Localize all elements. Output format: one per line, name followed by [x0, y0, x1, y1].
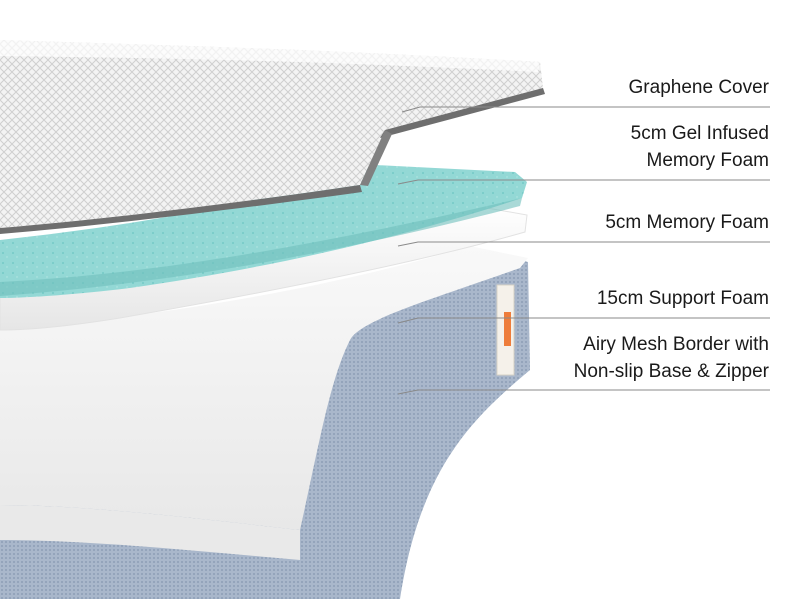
label-support-foam: 15cm Support Foam — [597, 285, 769, 312]
label-line: Non-slip Base & Zipper — [573, 361, 769, 382]
label-mesh-border: Airy Mesh Border with Non-slip Base & Zi… — [574, 331, 769, 385]
label-line: 5cm Gel Infused — [630, 123, 769, 144]
support-foam-block — [0, 246, 530, 599]
leader-line-graphene-cover — [401, 106, 770, 113]
label-graphene-cover: Graphene Cover — [629, 74, 769, 101]
label-gel-memory-foam: 5cm Gel Infused Memory Foam — [631, 120, 769, 174]
leader-line-gel-memory-foam — [397, 179, 770, 185]
zipper-tag — [496, 284, 515, 376]
leader-line-support-foam — [397, 317, 770, 324]
label-line: 15cm Support Foam — [596, 288, 769, 309]
leader-line-memory-foam — [397, 241, 770, 247]
label-line: 5cm Memory Foam — [605, 212, 769, 233]
label-line: Graphene Cover — [628, 77, 769, 98]
leader-lines — [397, 106, 770, 395]
label-line: Memory Foam — [646, 150, 769, 171]
leader-line-mesh-border — [397, 389, 770, 395]
gel-memory-foam-layer — [0, 165, 527, 298]
label-line: Airy Mesh Border with — [583, 334, 769, 355]
graphene-cover-layer — [0, 40, 545, 234]
label-memory-foam: 5cm Memory Foam — [605, 209, 769, 236]
